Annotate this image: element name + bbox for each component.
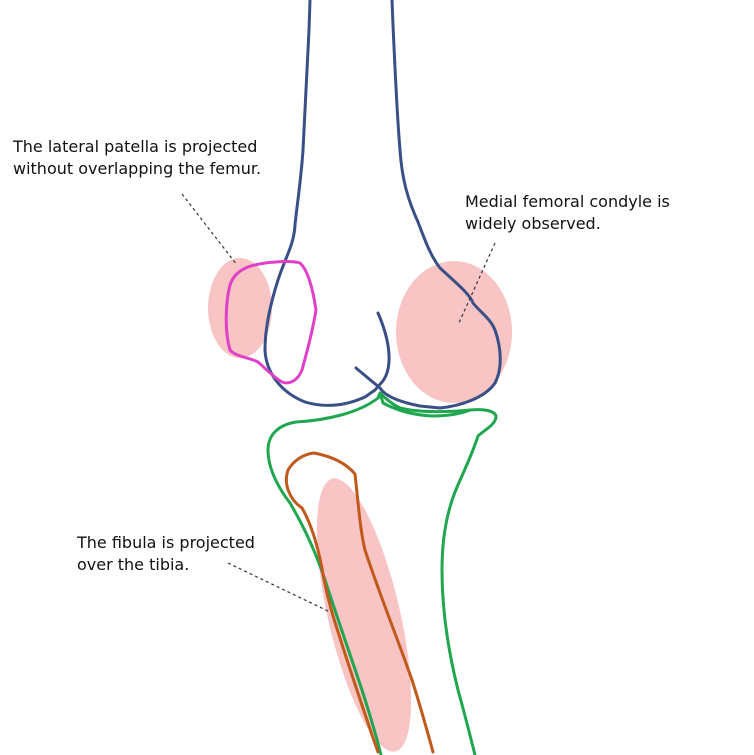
patella-annotation-line-2: without overlapping the femur. [13, 159, 262, 178]
patella-highlight [208, 258, 272, 358]
patella-leader-line [181, 193, 238, 266]
patella-annotation: The lateral patella is projected without… [13, 136, 261, 180]
fibula-annotation: The fibula is projected over the tibia. [77, 532, 255, 576]
fibula-shaft-outline [300, 506, 380, 754]
patella-annotation-line-1: The lateral patella is projected [13, 137, 258, 156]
condyle-leader-line [457, 242, 496, 326]
fibula-annotation-line-1: The fibula is projected [77, 533, 255, 552]
tibia-spine-outline [378, 391, 472, 418]
tibia-plateau-outline [376, 391, 498, 755]
fibula-outline [284, 451, 435, 754]
condyle-annotation-line-2: widely observed. [465, 214, 601, 233]
condyle-annotation: Medial femoral condyle is widely observe… [465, 191, 670, 235]
femur-outline [263, 0, 391, 407]
fibula-leader-line [227, 562, 331, 613]
medial-condyle-highlight [396, 261, 512, 403]
tibia-lateral-outline [266, 396, 383, 755]
fibula-annotation-line-2: over the tibia. [77, 555, 190, 574]
patella-outline [224, 260, 318, 385]
fibula-highlight [316, 478, 412, 752]
condyle-annotation-line-1: Medial femoral condyle is [465, 192, 670, 211]
femur-medial-outline [354, 0, 502, 410]
